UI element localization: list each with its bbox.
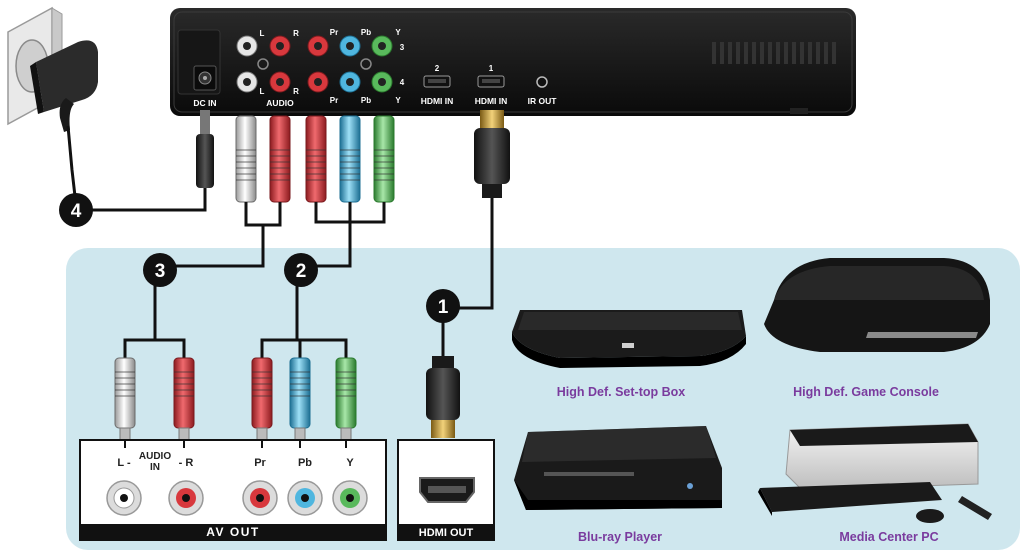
rca-plugs-device-side (235, 115, 395, 203)
ir-out-jack (536, 76, 548, 88)
power-plug (30, 40, 98, 132)
av-out-panel (79, 439, 387, 541)
comp-pr-bottom-label: Pr (330, 96, 338, 105)
step-3-number: 3 (155, 261, 166, 282)
av-y-label: Y (346, 457, 354, 469)
step-badge-3: 3 (143, 253, 177, 287)
audio-r-top-label: R (293, 29, 299, 38)
bluray-player-label: Blu-ray Player (578, 530, 662, 544)
audio-l-top-label: L (260, 29, 265, 38)
dc-in-port (193, 65, 217, 91)
av-audio-in-label-line2: IN (150, 462, 160, 473)
hdmi-plug-source-side (426, 356, 460, 438)
hdmi-port-2-number: 2 (435, 64, 440, 73)
comp-y-bottom-label: Y (395, 96, 401, 105)
media-center-pc-image (758, 423, 992, 523)
ir-out-label: IR OUT (528, 96, 558, 106)
audio-r-bottom-label: R (293, 87, 299, 96)
av-audio-r-label: - R (179, 457, 194, 469)
audio-l-bottom-label: L (260, 87, 265, 96)
step-4-number: 4 (71, 201, 82, 222)
step-1-number: 1 (438, 297, 449, 318)
step-2-number: 2 (296, 261, 307, 282)
av-pb-label: Pb (298, 457, 312, 469)
bluray-player-image (514, 426, 722, 510)
game-console-label: High Def. Game Console (793, 385, 939, 399)
audio-label: AUDIO (266, 98, 294, 108)
vent-grille (712, 42, 836, 64)
dc-power-plug (196, 110, 214, 188)
comp-pb-top-label: Pb (361, 28, 371, 37)
step-badge-4: 4 (59, 193, 93, 227)
step-badge-1: 1 (426, 289, 460, 323)
hdmi-port-1 (477, 75, 505, 88)
input-4-label: 4 (400, 78, 405, 87)
hdmi-plug-device-side (474, 110, 510, 198)
hdmi-out-panel (397, 439, 495, 541)
av-audio-in-label-line1: AUDIO (139, 451, 171, 462)
set-top-box-image (512, 310, 746, 368)
set-top-box-label: High Def. Set-top Box (557, 385, 686, 399)
hdmi-out-label: HDMI OUT (419, 527, 474, 539)
game-console-image (764, 258, 990, 352)
comp-pb-bottom-label: Pb (361, 96, 371, 105)
receiver-rear-panel (170, 8, 856, 116)
audio-jacks (236, 35, 291, 93)
hdmi-in-label-1: HDMI IN (475, 96, 508, 106)
comp-pr-top-label: Pr (330, 28, 338, 37)
comp-y-top-label: Y (395, 28, 401, 37)
component-jacks (307, 35, 393, 93)
media-center-pc-label: Media Center PC (839, 530, 938, 544)
hdmi-in-label-2: HDMI IN (421, 96, 454, 106)
hdmi-port-2 (423, 75, 451, 88)
rca-plugs-source-side (114, 357, 357, 441)
step-badge-2: 2 (284, 253, 318, 287)
dc-in-label: DC IN (193, 98, 216, 108)
av-audio-l-label: L - (117, 457, 131, 469)
av-out-label: AV OUT (206, 525, 259, 539)
cables (92, 188, 494, 358)
input-3-label: 3 (400, 43, 405, 52)
hdmi-port-1-number: 1 (489, 64, 494, 73)
av-pr-label: Pr (254, 457, 266, 469)
